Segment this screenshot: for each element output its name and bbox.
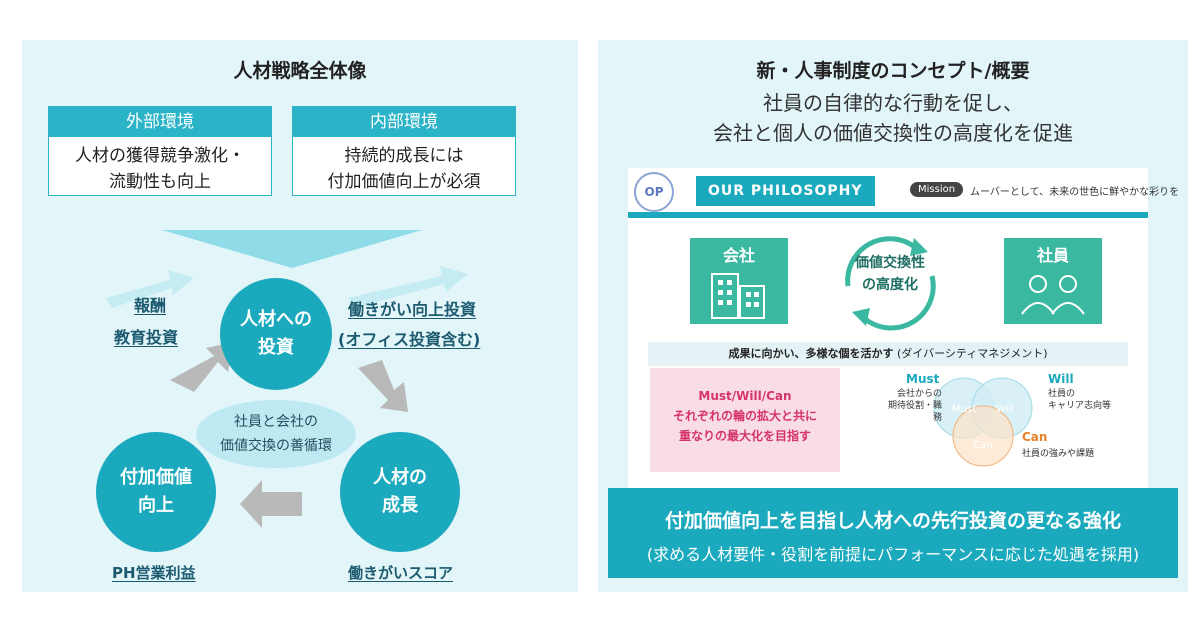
will-description: 社員の キャリア志向等 [1048, 388, 1111, 412]
arrow-left-to-top [170, 342, 234, 392]
cycle-arrows-graphic [106, 230, 468, 528]
external-environment-box: 外部環境 人材の獲得競争激化・ 流動性も向上 [48, 106, 272, 196]
diversity-paren: (ダイバーシティマネジメント) [897, 347, 1048, 360]
light-arrow-left [106, 270, 194, 308]
cycle-node-value-added-line1: 付加価値 [120, 467, 192, 488]
mwc-venn-diagram: Must Will Can [933, 377, 1033, 467]
mwc-line3: 重なりの最大化を目指す [678, 429, 811, 443]
label-work-investment: 働きがい向上投資 [348, 300, 477, 319]
building-icon [711, 273, 765, 319]
cycle-node-growth-line1: 人材の [373, 467, 427, 488]
philosophy-card: OP OUR PHILOSOPHY Mission ムーバーとして、未来の世色に… [628, 168, 1179, 488]
right-title: 新・人事制度のコンセプト/概要 [756, 60, 1030, 82]
exchange-label: 価値交換性 の高度化 [838, 252, 942, 296]
will-heading: Will [1048, 372, 1074, 386]
arrow-top-to-right [358, 360, 408, 412]
venn-will: Will [996, 404, 1014, 415]
cycle-node-value-added: 付加価値向上 [96, 432, 216, 552]
external-environment-heading: 外部環境 [49, 107, 271, 137]
mwc-title: Must/Will/Can [698, 389, 792, 403]
exchange-label-line1: 価値交換性 [855, 255, 925, 271]
venn-can: Can [973, 440, 992, 451]
must-heading: Must [906, 372, 940, 386]
label-education-investment: 教育投資 [114, 328, 179, 347]
philosophy-header: OP OUR PHILOSOPHY Mission ムーバーとして、未来の世色に… [628, 168, 1179, 218]
bottom-conclusion-box: 付加価値向上を目指し人材への先行投資の更なる強化 (求める人材要件・役割を前提に… [608, 488, 1178, 578]
label-work-score: 働きがいスコア [348, 564, 454, 582]
cycle-center-line1: 社員と会社の [234, 414, 318, 430]
internal-environment-line2: 付加価値向上が必須 [327, 172, 481, 192]
bottom-line2: (求める人材要件・役割を前提にパフォーマンスに応じた処遇を採用) [646, 545, 1140, 564]
right-panel: 新・人事制度のコンセプト/概要 社員の自律的な行動を促し、 会社と個人の価値交換… [598, 40, 1188, 592]
label-ph-operating-profit: PH営業利益 [112, 564, 196, 582]
cycle-node-growth-line2: 成長 [382, 495, 418, 516]
label-office-investment: (オフィス投資含む) [338, 330, 481, 349]
internal-environment-line1: 持続的成長には [344, 146, 464, 166]
internal-environment-box: 内部環境 持続的成長には 付加価値向上が必須 [292, 106, 516, 196]
cycle-node-investment-line1: 人材への [240, 309, 312, 330]
will-desc-line1: 社員の [1048, 389, 1076, 399]
must-desc-line2: 期待役割・職務 [887, 401, 942, 423]
philosophy-heading: OUR PHILOSOPHY [696, 176, 875, 206]
must-description: 会社からの 期待役割・職務 [880, 388, 942, 424]
mission-tag: Mission [910, 182, 964, 197]
cycle-node-investment: 人材への投資 [220, 278, 332, 390]
cycle-node-value-added-line2: 向上 [138, 495, 174, 516]
cycle-node-growth: 人材の成長 [340, 432, 460, 552]
left-panel: 人材戦略全体像 外部環境 人材の獲得競争激化・ 流動性も向上 内部環境 持続的成… [22, 40, 578, 592]
can-description: 社員の強みや課題 [1022, 449, 1095, 459]
company-logo-icon: OP [634, 172, 674, 212]
right-subtitle-line1: 社員の自律的な行動を促し、 [763, 91, 1023, 115]
cycle-center-label: 社員と会社の価値交換の善循環 [196, 400, 356, 468]
exchange-cycle-icon [845, 236, 936, 331]
light-arrow-right [348, 266, 468, 308]
mission-text: ムーバーとして、未来の世色に鮮やかな彩りを [970, 187, 1180, 198]
funnel-triangle [162, 230, 422, 268]
diversity-bold: 成果に向かい、多様な個を活かす [728, 347, 894, 360]
must-desc-line1: 会社からの [896, 389, 942, 399]
employee-label: 社員 [1036, 246, 1069, 265]
will-desc-line2: キャリア志向等 [1048, 401, 1112, 411]
internal-environment-heading: 内部環境 [293, 107, 515, 137]
cycle-center-line2: 価値交換の善循環 [220, 438, 332, 454]
cycle-node-investment-line2: 投資 [258, 337, 294, 358]
can-heading: Can [1022, 430, 1048, 444]
mwc-box: Must/Will/Can それぞれの輪の拡大と共に 重なりの最大化を目指す [650, 368, 840, 472]
venn-must: Must [952, 404, 976, 415]
company-block: 会社 [690, 238, 788, 324]
label-reward: 報酬 [134, 296, 167, 315]
people-icon [1021, 275, 1085, 315]
company-label: 会社 [722, 246, 755, 265]
arrow-right-to-left [240, 480, 302, 528]
external-environment-line1: 人材の獲得競争激化・ [75, 146, 245, 166]
diversity-bar: 成果に向かい、多様な個を活かす (ダイバーシティマネジメント) [648, 342, 1128, 366]
left-title: 人材戦略全体像 [233, 60, 367, 82]
exchange-label-line2: の高度化 [862, 277, 918, 293]
employee-block: 社員 [1004, 238, 1102, 324]
mwc-line2: それぞれの輪の拡大と共に [672, 409, 817, 423]
bottom-line1: 付加価値向上を目指し人材への先行投資の更なる強化 [664, 510, 1121, 532]
external-environment-line2: 流動性も向上 [109, 172, 211, 192]
right-subtitle-line2: 会社と個人の価値交換性の高度化を促進 [713, 121, 1073, 145]
